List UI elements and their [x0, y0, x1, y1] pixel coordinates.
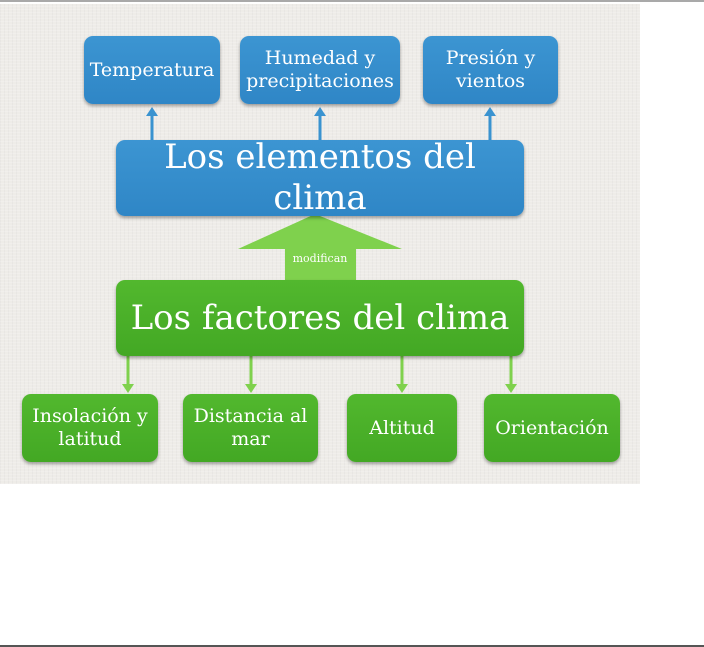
- factors-title: Los factores del clima: [130, 297, 510, 338]
- factor-label: Altitud: [369, 416, 435, 439]
- connectors: modifican: [122, 107, 517, 393]
- arrowhead-temperatura: [146, 107, 158, 116]
- factor-label: Orientación: [495, 416, 609, 439]
- factor-distancia: Distancia al mar: [183, 394, 318, 462]
- arrows-to-elements: [146, 107, 496, 140]
- arrowhead-altitud: [396, 384, 408, 393]
- arrowhead-presion: [484, 107, 496, 116]
- element-temperatura: Temperatura: [84, 36, 220, 104]
- arrowhead-orientacion: [505, 384, 517, 393]
- factor-orientacion: Orientación: [484, 394, 620, 462]
- element-humedad: Humedad y precipitaciones: [240, 36, 400, 104]
- factor-label: Distancia al mar: [193, 405, 308, 450]
- elements-title-box: Los elementos del clima: [116, 137, 524, 218]
- arrowhead-humedad: [314, 107, 326, 116]
- arrows-to-factors: [122, 356, 517, 393]
- element-label: Temperatura: [89, 58, 215, 81]
- factor-insolacion: Insolación y latitud: [22, 394, 158, 462]
- factor-label: Insolación y latitud: [32, 405, 148, 450]
- arrowhead-distancia: [245, 384, 257, 393]
- modifican-label: modifican: [293, 252, 348, 265]
- factors-title-box: Los factores del clima: [116, 280, 524, 356]
- arrowhead-insolacion: [122, 384, 134, 393]
- diagram-slide: modifican Temperatura Humedad y precipit…: [0, 4, 640, 484]
- elements-title: Los elementos del clima: [164, 137, 476, 218]
- modifican-arrow: [238, 214, 402, 300]
- element-label: Humedad y precipitaciones: [246, 47, 394, 92]
- element-presion: Presión y vientos: [423, 36, 558, 104]
- element-label: Presión y vientos: [445, 47, 536, 92]
- factor-altitud: Altitud: [347, 394, 457, 462]
